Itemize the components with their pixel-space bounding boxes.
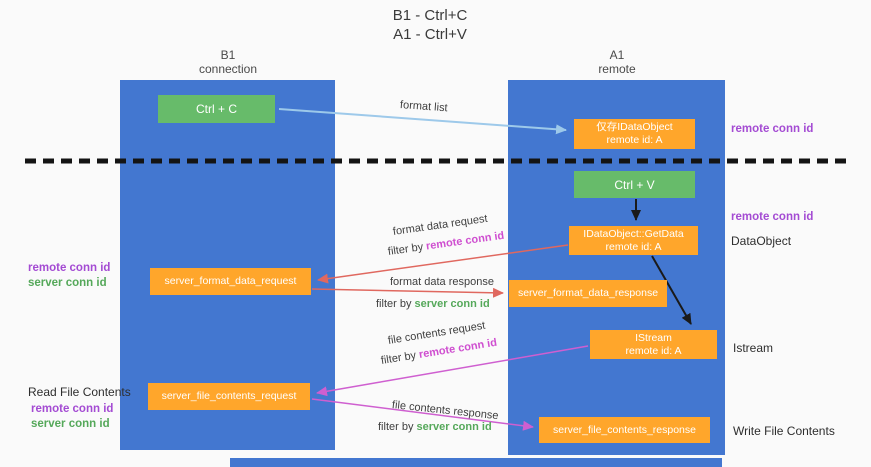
getdata-line1: IDataObject::GetData (583, 227, 684, 240)
server-format-data-response-label: server_format_data_response (517, 287, 659, 299)
filter-server-conn-id: server conn id (414, 298, 490, 310)
left-server-conn-id-2: server conn id (31, 418, 110, 430)
istream-line1: IStream (635, 331, 672, 344)
server-file-contents-response-label: server_file_contents_response (552, 423, 696, 436)
arrow-format-data-request (317, 244, 569, 284)
server-file-contents-response-box: server_file_contents_response (539, 417, 710, 443)
title-line-1: B1 - Ctrl+C (392, 7, 468, 24)
server-format-data-request-box: server_format_data_request (150, 268, 311, 295)
server-file-contents-request-label: server_file_contents_request (161, 390, 297, 402)
lane-header-a1: A1 remote (557, 48, 677, 76)
filter-by-text: filter by (378, 421, 414, 433)
arrow-getdata-to-istream (651, 255, 692, 325)
arrow-format-data-response (311, 287, 504, 298)
lane-a1-sub: remote (598, 62, 636, 76)
ctrl-c-label: Ctrl + C (195, 102, 237, 116)
server-format-data-request-label: server_format_data_request (164, 275, 297, 287)
getdata-line2: remote id: A (605, 240, 662, 253)
diagram-title: B1 - Ctrl+C A1 - Ctrl+V (330, 6, 530, 44)
istream-line2: remote id: A (625, 344, 682, 357)
bottom-bar (230, 458, 722, 467)
istream-side-label: Istream (733, 341, 774, 355)
dataobject-label: DataObject (731, 234, 792, 248)
filter-server-conn-id: server conn id (416, 421, 492, 433)
left-remote-conn-id-1: remote conn id (28, 262, 111, 274)
arrow-file-contents-response (311, 398, 534, 431)
lane-b1-sub: connection (198, 62, 258, 76)
server-format-data-response-box: server_format_data_response (509, 280, 667, 307)
istream-box: IStream remote id: A (590, 330, 717, 359)
title-line-2: A1 - Ctrl+V (393, 26, 467, 43)
idataobject-line1: 仅存IDataObject (596, 121, 673, 133)
filter-by-text: filter by (376, 298, 412, 310)
ctrl-v-box: Ctrl + V (574, 171, 695, 198)
left-remote-conn-id-2: remote conn id (31, 403, 114, 415)
idataobject-box: 仅存IDataObject remote id: A (574, 119, 695, 149)
lane-header-b1: B1 connection (168, 48, 288, 76)
write-file-contents-label: Write File Contents (733, 424, 835, 438)
ctrl-v-label: Ctrl + V (614, 177, 655, 192)
lane-a1-name: A1 (609, 48, 625, 62)
arrow-format-list (278, 108, 567, 135)
remote-conn-id-label-mid: remote conn id (731, 211, 814, 223)
getdata-box: IDataObject::GetData remote id: A (569, 226, 698, 255)
server-file-contents-request-box: server_file_contents_request (148, 383, 310, 410)
idataobject-line2: remote id: A (606, 134, 663, 146)
remote-conn-id-label-top: remote conn id (731, 123, 814, 135)
format-data-response-label: format data response (390, 276, 494, 288)
arrow-file-contents-request (316, 345, 589, 397)
left-server-conn-id-1: server conn id (28, 277, 107, 289)
ctrl-c-box: Ctrl + C (158, 95, 275, 123)
read-file-contents-label: Read File Contents (28, 385, 131, 399)
lane-b1-name: B1 (220, 48, 236, 62)
